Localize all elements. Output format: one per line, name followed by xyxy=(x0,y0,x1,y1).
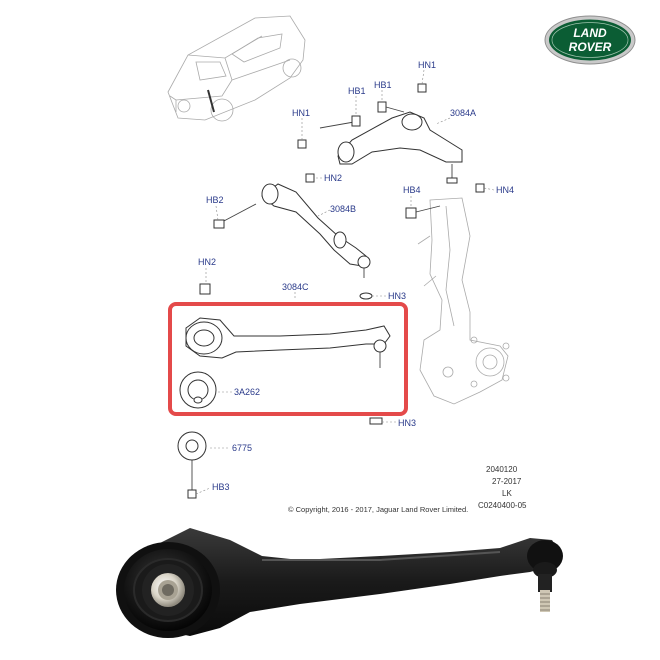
part-labels: HN1 HB1 HN1 HB1 3084A HN2 HB2 3084B HB4 … xyxy=(198,60,514,492)
label-hn2-upper: HN2 xyxy=(324,173,342,183)
label-hn3-upper: HN3 xyxy=(388,291,406,301)
ref-code-3: LK xyxy=(502,489,512,498)
ref-code-1: 2040120 xyxy=(486,465,518,474)
arm-3084b xyxy=(261,183,371,278)
logo-line1: LAND xyxy=(573,26,607,40)
copyright-text: © Copyright, 2016 - 2017, Jaguar Land Ro… xyxy=(288,505,468,514)
reference-codes: 2040120 27-2017 LK C0240400-05 xyxy=(478,465,527,510)
ref-code-2: 27-2017 xyxy=(492,477,522,486)
leader-lines xyxy=(195,69,495,495)
label-hb1-mid: HB1 xyxy=(348,86,366,96)
label-hb3: HB3 xyxy=(212,482,230,492)
label-6775: 6775 xyxy=(232,443,252,453)
steering-knuckle xyxy=(417,197,510,405)
label-hn1-left: HN1 xyxy=(292,108,310,118)
ref-code-4: C0240400-05 xyxy=(478,501,527,510)
product-photo-control-arm xyxy=(116,528,563,638)
vehicle-sketch xyxy=(167,15,306,122)
label-hb2: HB2 xyxy=(206,195,224,205)
label-hb1: HB1 xyxy=(374,80,392,90)
lower-arm-3084c xyxy=(185,317,391,368)
label-3084a: 3084A xyxy=(450,108,476,118)
label-3084b: 3084B xyxy=(330,204,356,214)
fasteners xyxy=(187,83,485,499)
highlight-frame xyxy=(168,302,408,416)
bushing-3a262 xyxy=(179,371,217,409)
upper-arm-3084a xyxy=(337,111,463,184)
land-rover-logo: LAND ROVER xyxy=(544,15,636,65)
label-3a262: 3A262 xyxy=(234,387,260,397)
label-hn1-top: HN1 xyxy=(418,60,436,70)
label-hn3-lower: HN3 xyxy=(398,418,416,428)
bushing-6775 xyxy=(177,431,207,461)
label-hn4: HN4 xyxy=(496,185,514,195)
label-3084c: 3084C xyxy=(282,282,309,292)
label-hn2-lower: HN2 xyxy=(198,257,216,267)
label-hb4: HB4 xyxy=(403,185,421,195)
logo-line2: ROVER xyxy=(569,40,612,54)
